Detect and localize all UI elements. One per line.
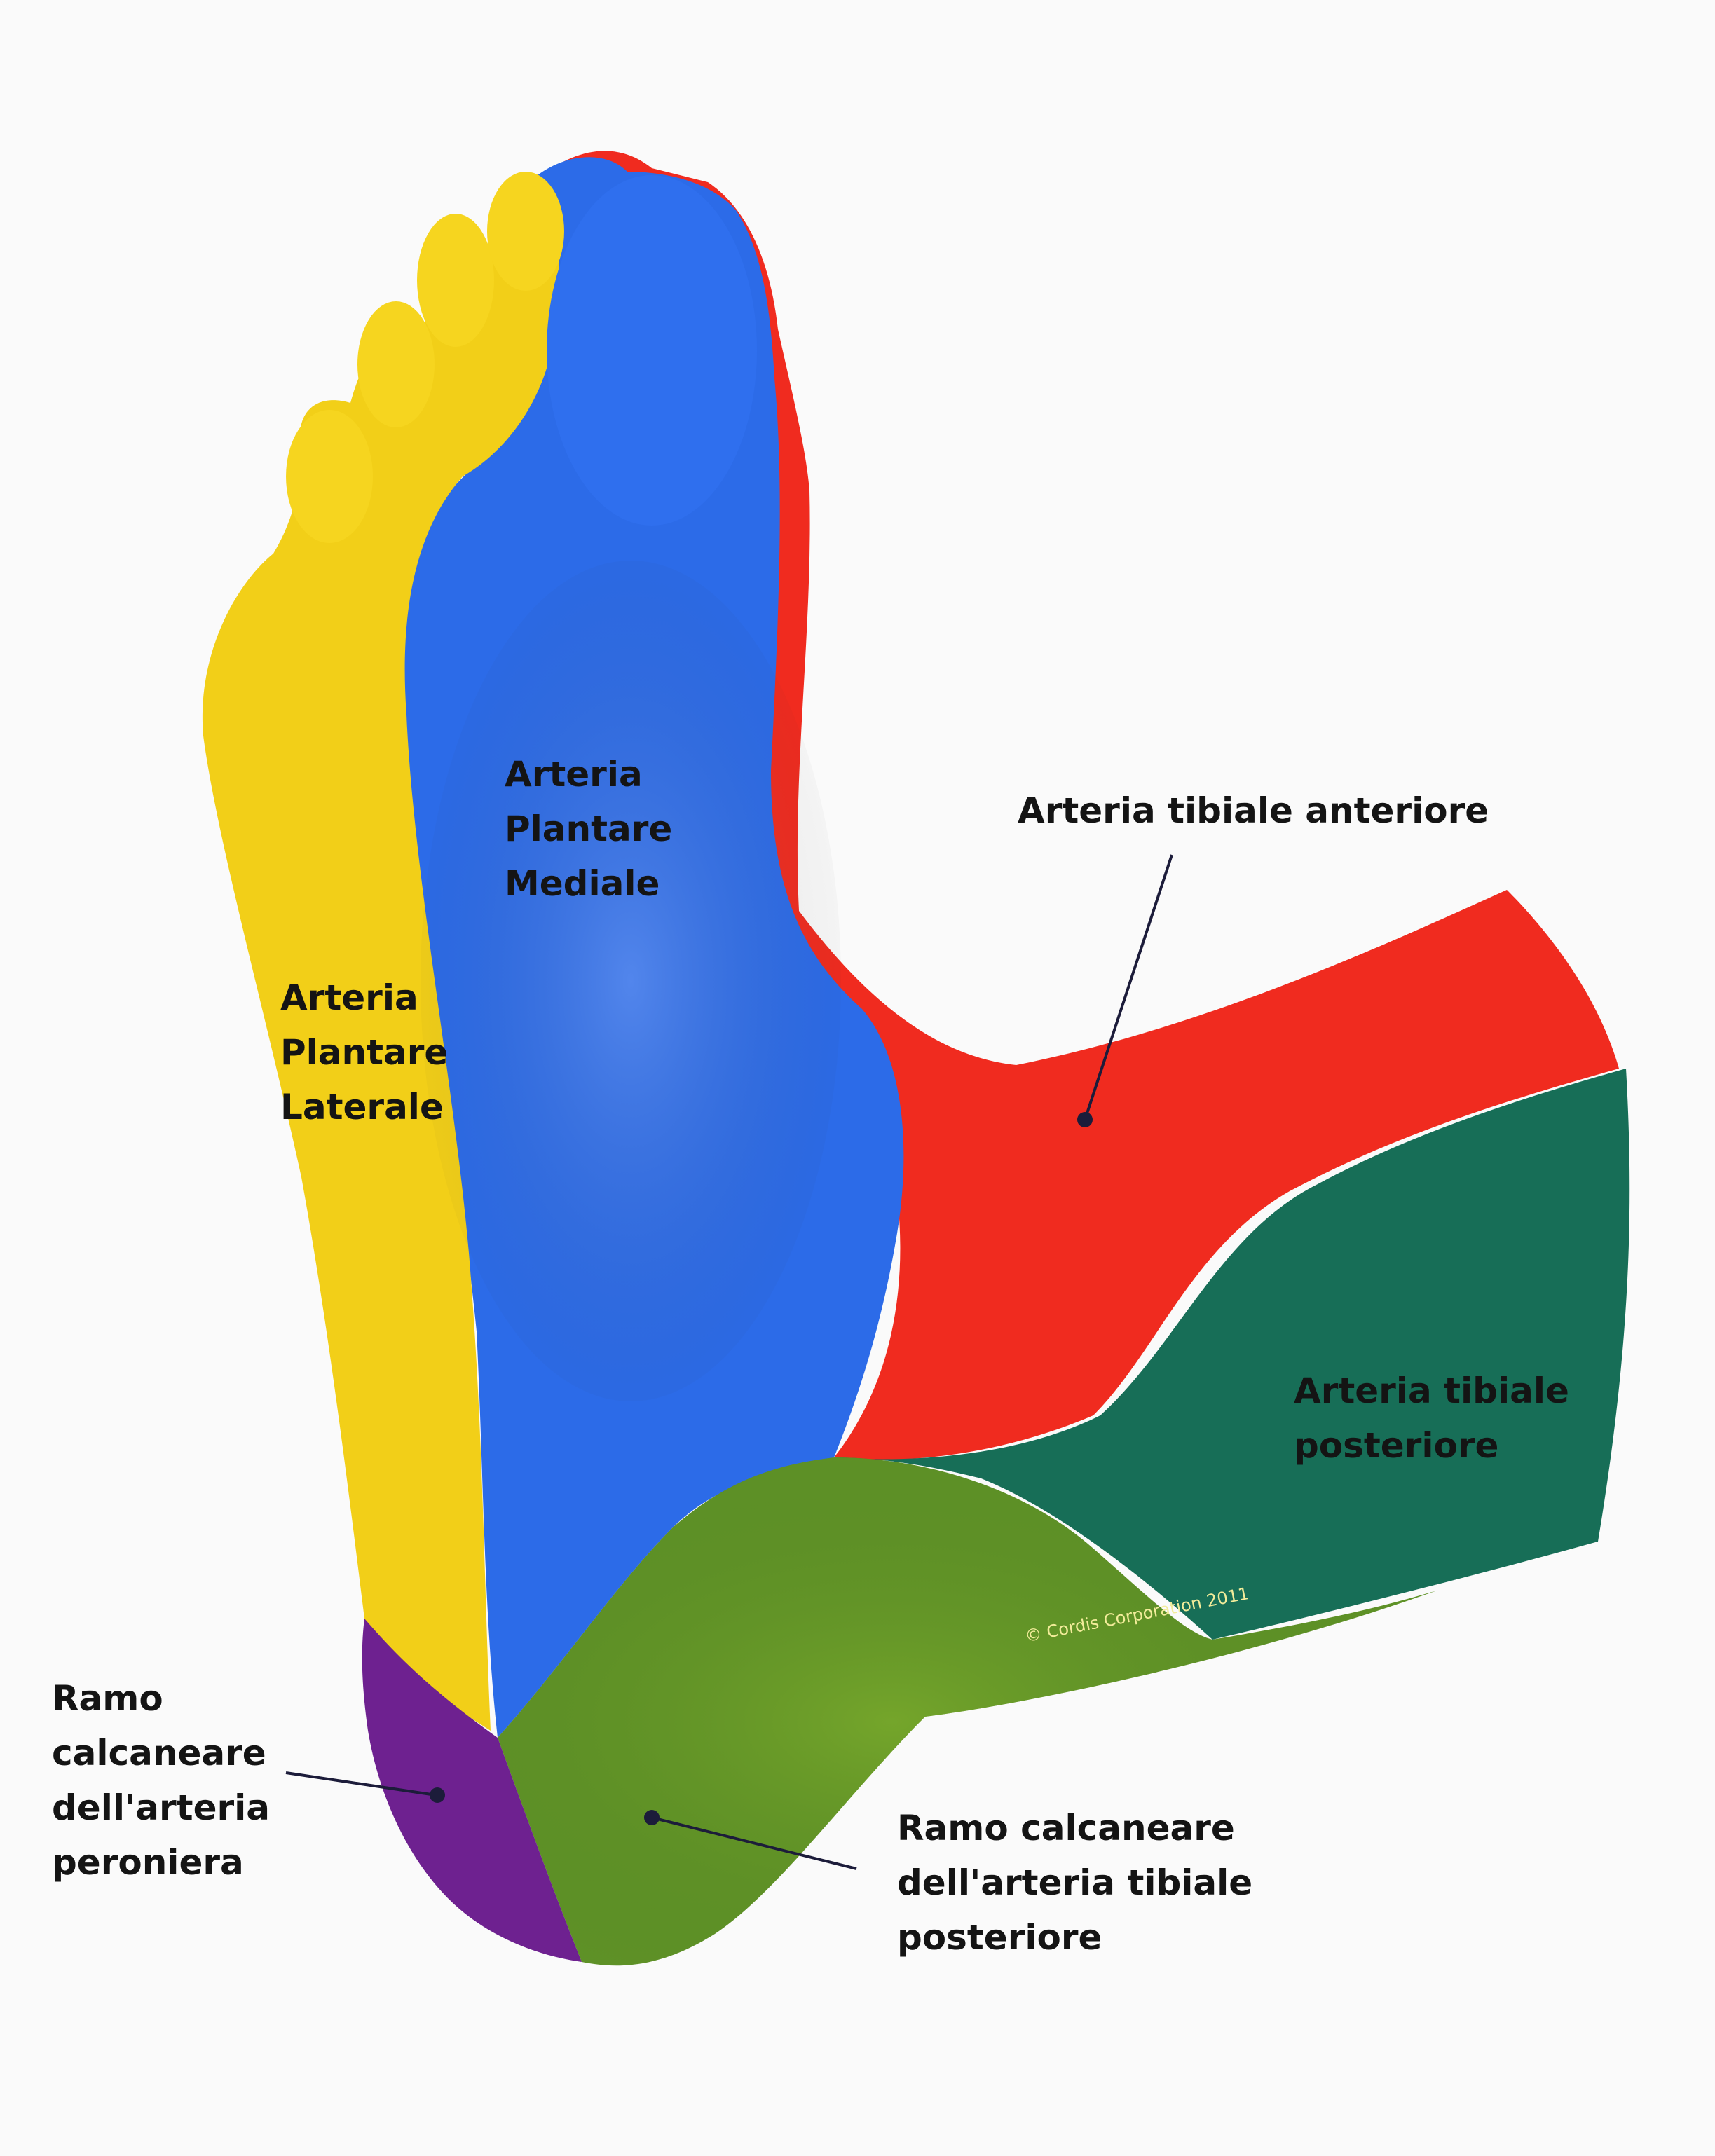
toe-pad-big-toe	[547, 175, 757, 526]
leader-line-calcaneal-peroneal	[285, 1771, 437, 1797]
label-lateral-plantar: Arteria Plantare Laterale	[280, 977, 449, 1127]
toe-pad-fourth	[357, 301, 435, 427]
calcaneal-peroneal-region	[362, 1619, 582, 1962]
leader-line-calcaneal-posterior-tibial	[651, 1816, 857, 1870]
anterior-tibial-region	[533, 151, 1619, 1460]
toe-pad-third	[417, 214, 494, 347]
label-calcaneal-posterior-tibial: Ramo calcaneare dell'arteria tibiale pos…	[897, 1808, 1253, 1958]
leader-line-anterior-tibial	[1084, 854, 1173, 1120]
posterior-tibial-region	[834, 1069, 1630, 1640]
toe-pad-fifth	[286, 410, 373, 543]
lateral-plantar-region	[202, 195, 559, 1731]
sole-highlight	[421, 561, 841, 1401]
leader-dot-calcaneal-peroneal	[430, 1787, 445, 1803]
label-posterior-tibial: Arteria tibiale posteriore	[1294, 1371, 1569, 1466]
label-calcaneal-peroneal: Ramo calcaneare dell'arteria peroniera	[52, 1678, 271, 1883]
label-medial-plantar: Arteria Plantare Mediale	[505, 754, 673, 904]
leader-dot-calcaneal-posterior-tibial	[644, 1810, 660, 1825]
label-anterior-tibial: Arteria tibiale anteriore	[1018, 790, 1489, 831]
toe-pad-second	[487, 172, 564, 291]
leader-dot-anterior-tibial	[1077, 1112, 1093, 1127]
